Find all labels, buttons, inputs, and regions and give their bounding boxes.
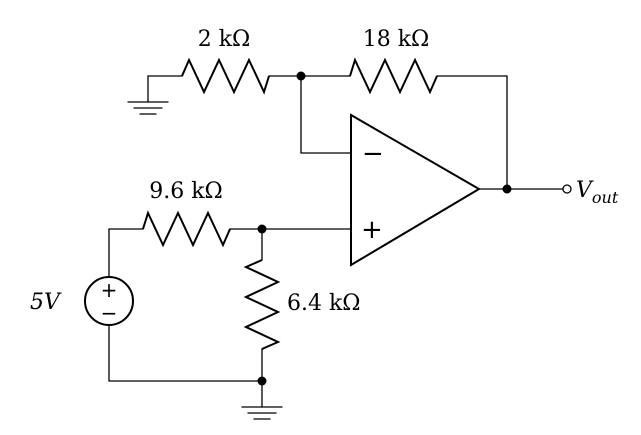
source-plus-sign: + — [101, 278, 118, 302]
node-output — [502, 184, 512, 194]
opamp — [350, 113, 481, 267]
resistor-9k6 — [142, 210, 231, 248]
resistor-6k4 — [243, 259, 281, 350]
label-2k: 2 kΩ — [198, 27, 251, 52]
resistor-2k — [181, 57, 270, 95]
label-source-voltage: 5V — [30, 290, 62, 315]
output-label: Vout — [576, 178, 619, 207]
source-minus-sign: − — [101, 301, 118, 325]
resistor-18k — [349, 57, 438, 95]
opamp-minus-sign: − — [362, 139, 384, 169]
opamp-plus-sign: + — [361, 215, 383, 245]
label-18k: 18 kΩ — [363, 27, 430, 52]
output-terminal — [562, 184, 572, 194]
label-6k4: 6.4 kΩ — [287, 291, 361, 316]
ground-symbol-top — [127, 75, 169, 115]
ground-symbol-bottom — [241, 380, 283, 420]
label-9k6: 9.6 kΩ — [149, 179, 223, 204]
